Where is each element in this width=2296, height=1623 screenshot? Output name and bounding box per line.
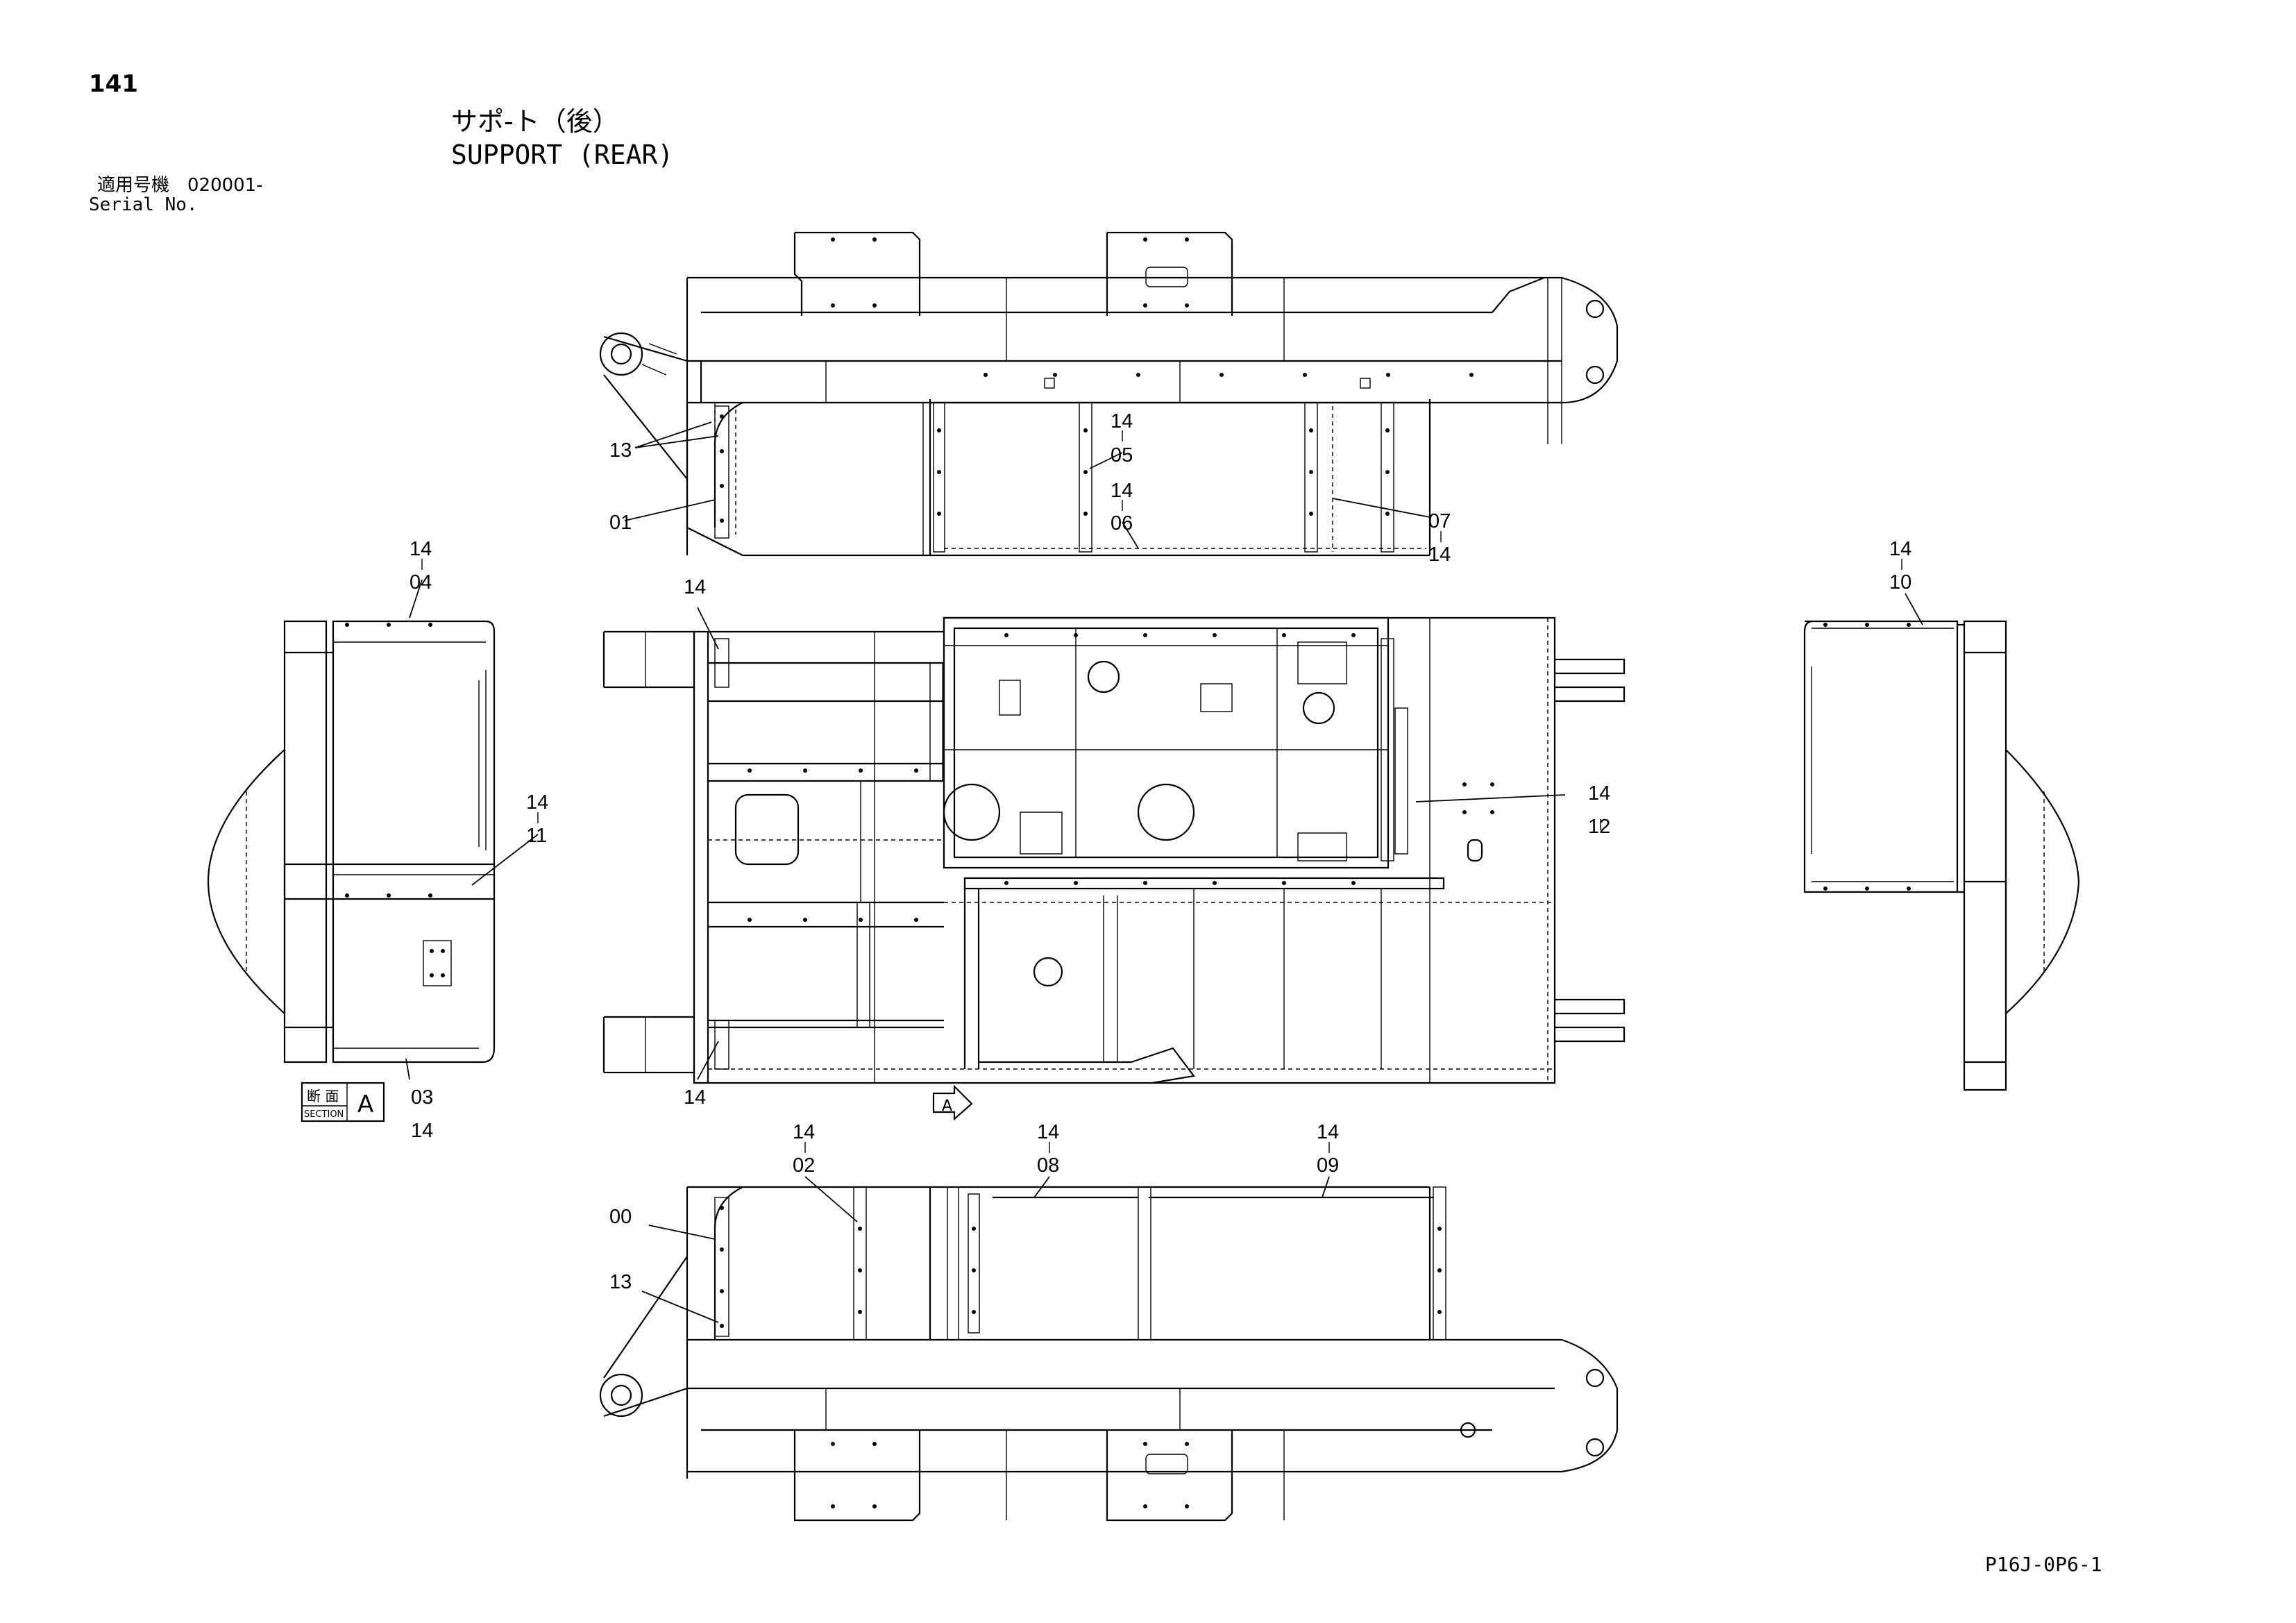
callout-13-bottom: 13: [609, 1271, 632, 1293]
serial-label-english: Serial No.: [89, 194, 198, 215]
callout-14-left-top: 14: [410, 538, 432, 560]
callout-14-plan-bl: 14: [684, 1086, 706, 1109]
plan-view: [602, 616, 1626, 1084]
view-arrow-a: A: [932, 1084, 973, 1121]
callout-14-bottom-c: 14: [1317, 1121, 1339, 1143]
page-number: 141: [89, 70, 138, 98]
callout-05: 05: [1111, 444, 1133, 466]
section-marker: 断 面 SECTION A: [301, 1082, 385, 1122]
callout-02: 02: [793, 1154, 815, 1177]
callout-14-top-b: 14: [1111, 480, 1133, 502]
callout-07: 07: [1428, 510, 1451, 532]
callout-03: 03: [411, 1086, 433, 1109]
serial-label-japanese: 適用号機 020001-: [97, 175, 263, 196]
left-section-view: [207, 620, 496, 1063]
callout-dividers: [421, 430, 1902, 1153]
callout-14-top-a: 14: [1111, 410, 1133, 432]
callout-14-right: 14: [1889, 538, 1911, 560]
callout-04: 04: [410, 571, 432, 594]
bottom-elevation-view: [599, 1186, 1619, 1522]
right-section-view: [1803, 620, 2080, 1091]
title-english: SUPPORT (REAR): [451, 140, 674, 170]
section-kanji: 断 面: [307, 1088, 339, 1104]
callout-08: 08: [1037, 1154, 1059, 1177]
top-elevation-view: [599, 231, 1619, 557]
section-letter: A: [357, 1091, 373, 1118]
callout-09: 09: [1317, 1154, 1339, 1177]
callout-14-plan-tl: 14: [684, 576, 706, 598]
bolt-markers: [345, 237, 1911, 1508]
section-label: SECTION: [304, 1109, 344, 1120]
title-japanese: サポ-ト（後）: [451, 106, 619, 137]
callout-labels: 13 01 14 05 14 06 07 14 14 04 14 11 03 1…: [410, 410, 1911, 1293]
callout-10: 10: [1889, 571, 1911, 594]
callout-01: 01: [609, 512, 632, 534]
callout-00: 00: [609, 1206, 632, 1228]
callout-11: 11: [526, 825, 547, 847]
callout-14-bottom-a: 14: [793, 1121, 815, 1143]
callout-12: 12: [1588, 816, 1610, 838]
callout-14-plan-r: 14: [1588, 782, 1610, 805]
drawing-code: P16J-0P6-1: [1985, 1553, 2102, 1576]
leader-lines: [405, 421, 1923, 1323]
callout-06: 06: [1111, 512, 1133, 535]
callout-14-bottom-b: 14: [1037, 1121, 1059, 1143]
callout-14-top-c: 14: [1428, 544, 1451, 566]
view-arrow-letter: A: [942, 1098, 952, 1115]
callout-14-left-mid: 14: [526, 791, 548, 814]
callout-13-top: 13: [609, 439, 632, 462]
callout-14-left-bot: 14: [411, 1120, 433, 1142]
